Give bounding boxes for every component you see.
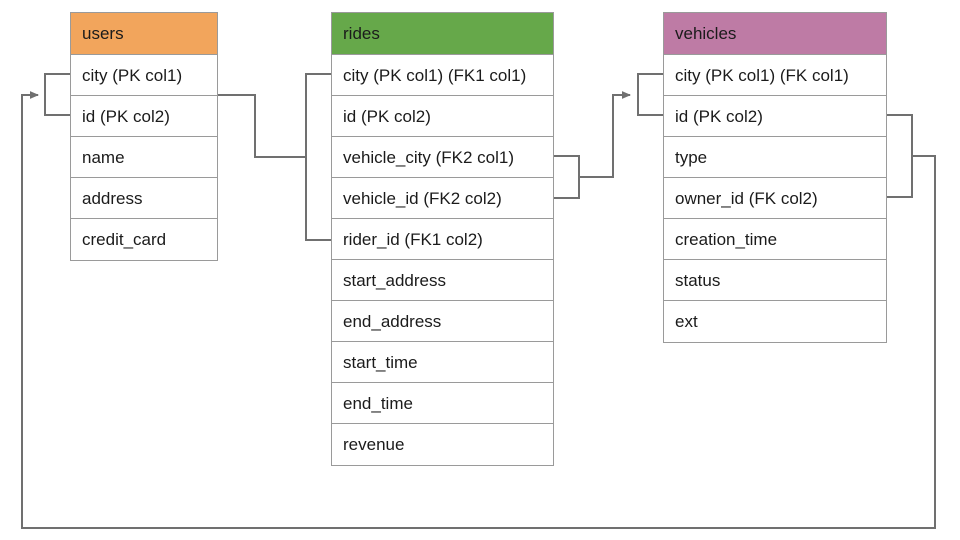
column-row[interactable]: id (PK col2): [664, 96, 886, 137]
column-row[interactable]: name: [71, 137, 217, 178]
column-row[interactable]: ext: [664, 301, 886, 342]
column-row[interactable]: city (PK col1) (FK col1): [664, 55, 886, 96]
column-row[interactable]: start_address: [332, 260, 553, 301]
column-row[interactable]: start_time: [332, 342, 553, 383]
column-row[interactable]: city (PK col1) (FK1 col1): [332, 55, 553, 96]
column-row[interactable]: end_time: [332, 383, 553, 424]
column-row[interactable]: address: [71, 178, 217, 219]
entity-title-vehicles: vehicles: [664, 13, 886, 55]
edge-rides-vehicle-to-vehicles: [579, 91, 631, 178]
column-row[interactable]: status: [664, 260, 886, 301]
column-row[interactable]: city (PK col1): [71, 55, 217, 96]
entity-title-users: users: [71, 13, 217, 55]
entity-title-rides: rides: [332, 13, 553, 55]
column-row[interactable]: vehicle_id (FK2 col2): [332, 178, 553, 219]
column-row[interactable]: end_address: [332, 301, 553, 342]
vehicles-pk-bracket: [637, 73, 663, 116]
column-row[interactable]: type: [664, 137, 886, 178]
column-row[interactable]: credit_card: [71, 219, 217, 260]
column-row[interactable]: owner_id (FK col2): [664, 178, 886, 219]
rides-fk2-bracket: [554, 155, 580, 199]
column-row[interactable]: id (PK col2): [71, 96, 217, 137]
column-row[interactable]: revenue: [332, 424, 553, 465]
column-row[interactable]: rider_id (FK1 col2): [332, 219, 553, 260]
column-row[interactable]: vehicle_city (FK2 col1): [332, 137, 553, 178]
column-row[interactable]: creation_time: [664, 219, 886, 260]
vehicles-fk-bracket: [887, 114, 913, 198]
users-pk-bracket: [44, 73, 70, 116]
column-row[interactable]: id (PK col2): [332, 96, 553, 137]
rides-fk1-bracket: [305, 73, 331, 241]
